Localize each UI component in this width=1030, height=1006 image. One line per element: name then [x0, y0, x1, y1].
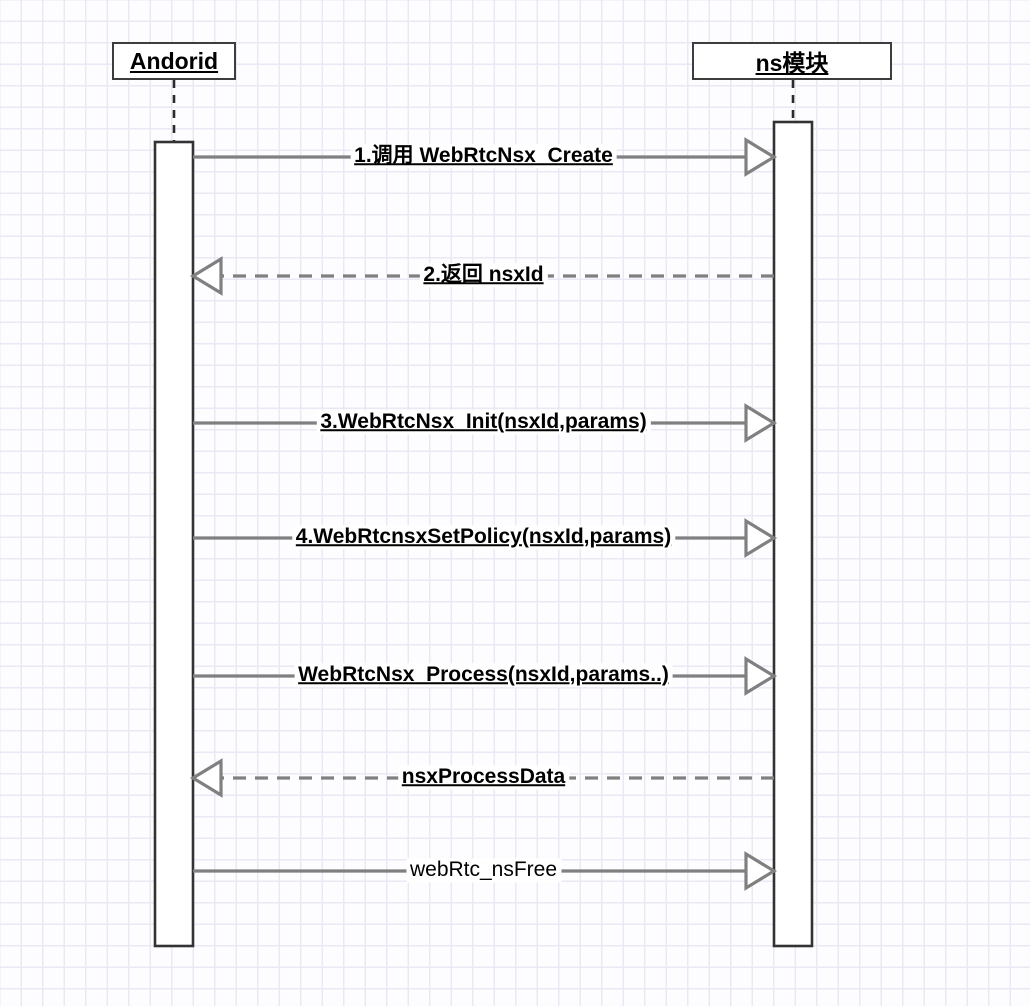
arrowhead-4: [744, 518, 778, 558]
activation-bars: [153, 120, 814, 948]
lifeline-header-ns-module-label: ns模块: [755, 50, 829, 76]
arrowhead-6: [189, 758, 223, 798]
activation-bar-ns-module[interactable]: [772, 120, 814, 948]
arrowhead-2: [189, 256, 223, 296]
lifeline-header-android-label: Andorid: [129, 47, 219, 74]
message-label-5: WebRtcNsx_Process(nsxId,params..): [294, 663, 673, 687]
lifeline-dashed-lines: [172, 80, 795, 144]
message-label-6: nsxProcessData: [397, 765, 570, 789]
message-label-2: 2.返回 nsxId: [419, 263, 548, 287]
lifeline-header-android[interactable]: Andorid: [112, 42, 236, 80]
message-label-4: 4.WebRtcnsxSetPolicy(nsxId,params): [291, 525, 676, 549]
arrowhead-5: [744, 656, 778, 696]
lifeline-header-ns-module[interactable]: ns模块: [692, 42, 892, 80]
message-label-7: webRtc_nsFree: [405, 858, 562, 882]
activation-bar-android[interactable]: [153, 140, 195, 948]
arrowhead-3: [744, 403, 778, 443]
arrowhead-1: [744, 137, 778, 177]
message-label-1: 1.调用 WebRtcNsx_Create: [350, 144, 617, 168]
message-label-3: 3.WebRtcNsx_Init(nsxId,params): [316, 410, 651, 434]
arrowhead-7: [744, 851, 778, 891]
